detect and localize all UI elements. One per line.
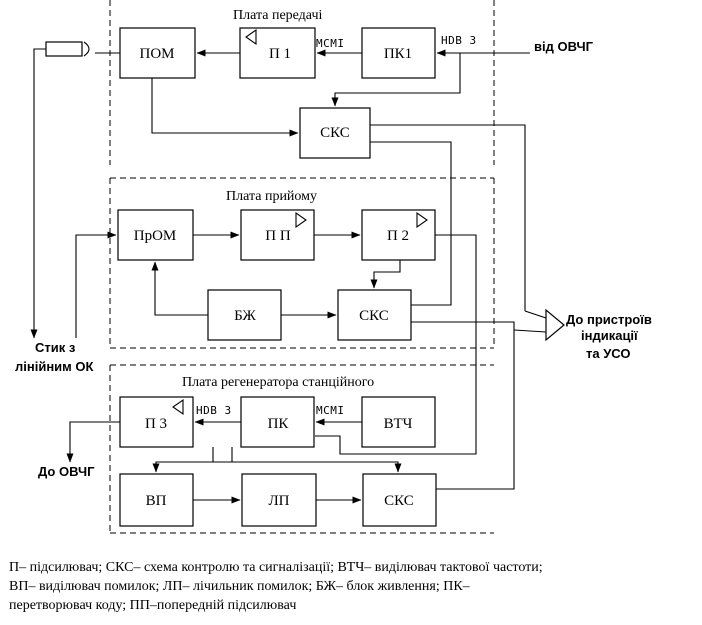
label-indication-3: та УСО: [586, 346, 630, 361]
board-receive-title: Плата прийому: [226, 189, 317, 204]
svg-text:БЖ: БЖ: [234, 308, 256, 324]
label-indication-2: індикації: [581, 328, 638, 343]
signal-hdb3-tx: HDB 3: [441, 34, 477, 47]
label-to-vchg: До ОВЧГ: [38, 464, 95, 479]
svg-text:ПК1: ПК1: [384, 46, 412, 62]
block-pom: ПОМ: [119, 27, 196, 79]
block-vp: ВП: [119, 473, 194, 527]
block-bzh: БЖ: [207, 289, 282, 341]
label-joint-line1: Стик з: [35, 340, 76, 355]
svg-text:ВТЧ: ВТЧ: [384, 416, 413, 432]
amplifier-triangle-icon: [172, 398, 184, 416]
board-receive-frame: [109, 177, 495, 349]
amplifier-triangle-icon: [295, 211, 307, 229]
block-vtch: ВТЧ: [361, 396, 436, 448]
board-transmit-frame: [109, 0, 495, 165]
output-arrow-icon: [545, 308, 565, 342]
optical-connector-icon: [45, 41, 90, 57]
block-p3: П 3: [119, 396, 194, 448]
block-pk1: ПК1: [361, 27, 436, 79]
svg-text:ПОМ: ПОМ: [139, 46, 174, 62]
svg-text:П П: П П: [265, 228, 291, 244]
legend-line-1: П– підсилювач; СКС– схема контролю та си…: [9, 560, 543, 575]
amplifier-triangle-icon: [416, 211, 428, 229]
legend-line-3: перетворювач коду; ПП–попередній підсилю…: [9, 598, 296, 613]
block-sks-rx: СКС: [337, 289, 412, 341]
svg-text:П 1: П 1: [269, 46, 291, 62]
block-lp: ЛП: [241, 473, 317, 527]
svg-text:СКС: СКС: [320, 125, 350, 141]
svg-text:СКС: СКС: [359, 308, 389, 324]
svg-text:СКС: СКС: [384, 493, 414, 509]
svg-text:ЛП: ЛП: [268, 493, 289, 509]
board-transmit-title: Плата передачі: [233, 8, 323, 23]
svg-text:П 2: П 2: [387, 228, 409, 244]
block-p2: П 2: [361, 209, 436, 261]
label-joint-line2: лінійним ОК: [15, 359, 94, 374]
block-sks-tx: СКС: [299, 107, 371, 159]
block-pk: ПК: [240, 396, 315, 448]
block-pp: П П: [240, 209, 315, 261]
block-sks-rg: СКС: [362, 473, 437, 527]
block-prom: ПрОМ: [117, 209, 194, 261]
svg-text:ПК: ПК: [268, 416, 290, 432]
block-p1: П 1: [239, 27, 316, 79]
amplifier-triangle-icon: [245, 28, 257, 46]
board-regen-title: Плата регенератора станційного: [182, 375, 374, 390]
svg-text:П 3: П 3: [145, 416, 167, 432]
signal-cmi-rg: MCMI: [316, 404, 345, 417]
signal-cmi-tx: MCMI: [316, 37, 345, 50]
label-indication-1: До пристроїв: [566, 312, 652, 327]
label-from-vchg: від ОВЧГ: [534, 39, 594, 54]
legend-line-2: ВП– виділювач помилок; ЛП– лічильник пом…: [9, 579, 471, 594]
signal-hdb3-rg: HDB 3: [196, 404, 232, 417]
legend: П– підсилювач; СКС– схема контролю та си…: [9, 560, 543, 613]
svg-text:ПрОМ: ПрОМ: [134, 228, 177, 244]
svg-text:ВП: ВП: [146, 493, 167, 509]
board-regen-frame: [109, 364, 494, 534]
